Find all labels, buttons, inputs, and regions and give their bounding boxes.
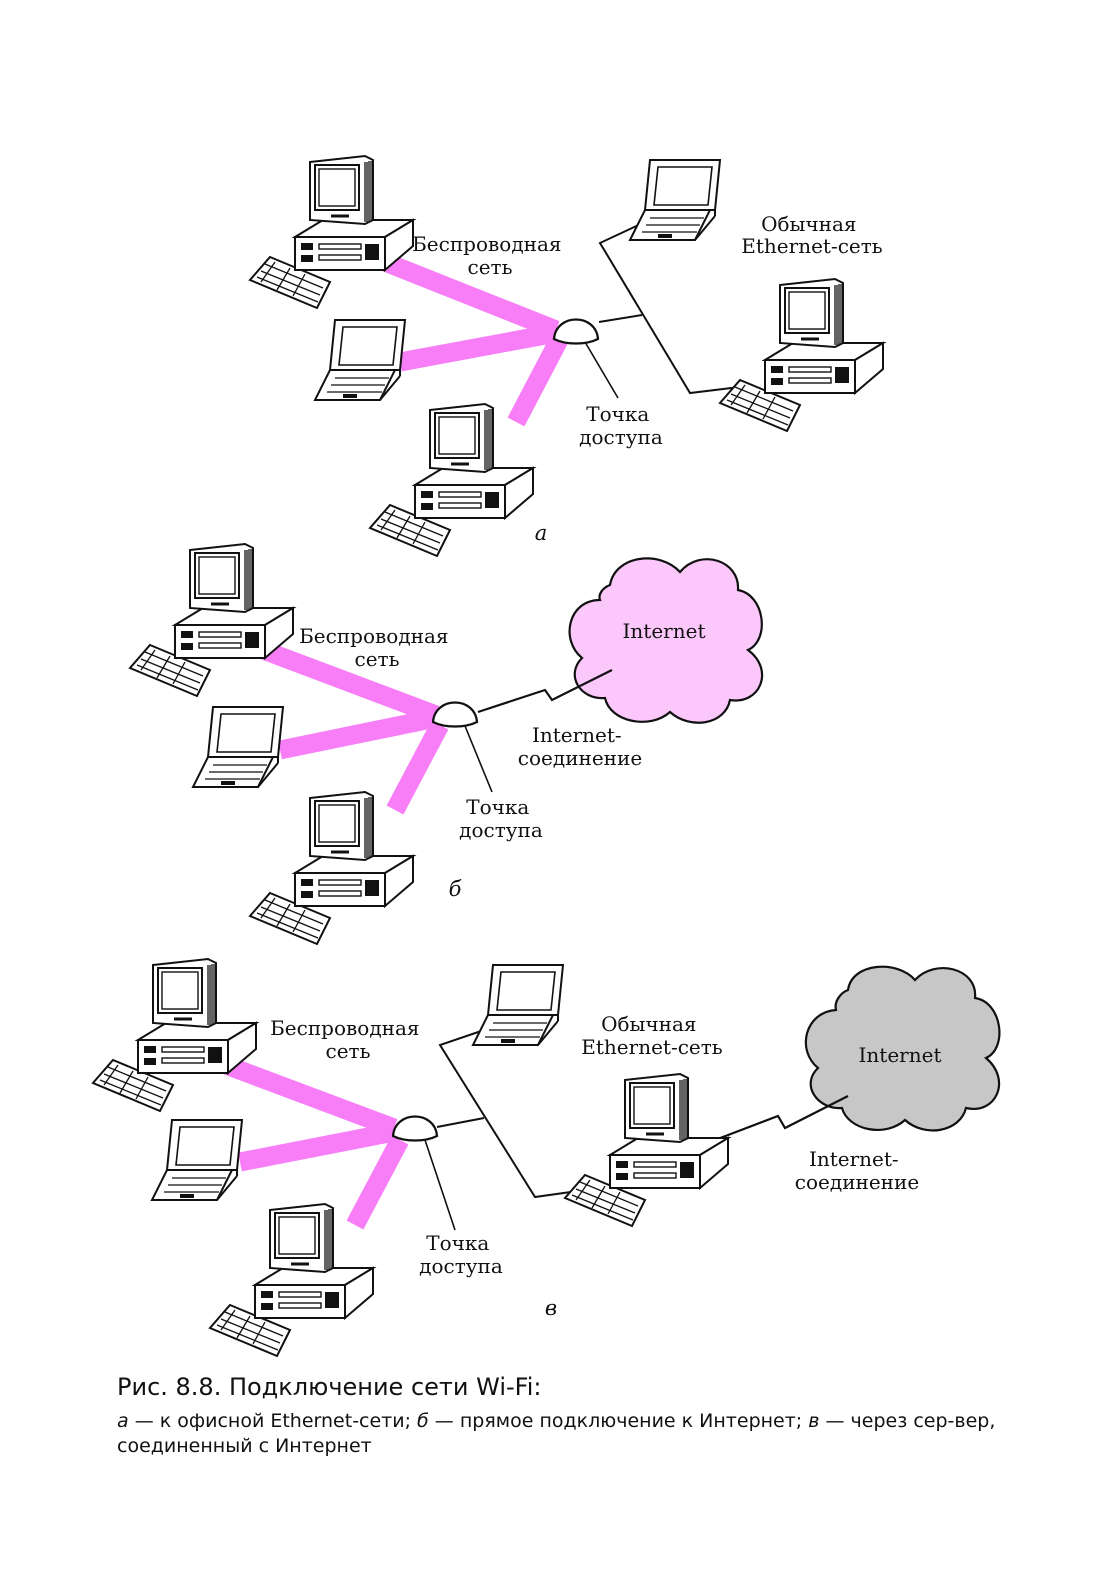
caption-text-a: — к офисной Ethernet-сети;: [128, 1410, 418, 1432]
desktop-computer-icon: [718, 277, 885, 433]
caption-text: а — к офисной Ethernet-сети; б — прямое …: [117, 1409, 1007, 1459]
panel-letter: в: [545, 1296, 557, 1320]
internet-label: Internet: [859, 1043, 942, 1067]
caption-letter-v: в: [808, 1410, 820, 1432]
access-point-label: Точка доступа: [579, 402, 663, 449]
laptop-icon: [192, 706, 284, 788]
panel-v: Беспроводная сеть Обычная Ethernet-сеть …: [91, 957, 1001, 1358]
caption-text-v: — через сер-вер, соединенный с Интернет: [117, 1410, 996, 1457]
access-point-icon: [431, 701, 479, 728]
panel-letter: а: [535, 521, 548, 545]
wireless-links: [376, 251, 569, 427]
access-point-icon: [391, 1115, 439, 1142]
panel-a: Беспроводная сеть Обычная Ethernet-сеть …: [248, 154, 885, 558]
caption-title: Рис. 8.8. Подключение сети Wi-Fi:: [117, 1373, 542, 1401]
laptop-icon: [629, 159, 721, 241]
internet-cloud: [568, 557, 764, 724]
desktop-computer-icon: [563, 1072, 730, 1228]
access-point-icon: [552, 318, 600, 345]
laptop-icon: [314, 319, 406, 401]
wireless-label: Беспроводная сеть: [270, 1016, 426, 1063]
ethernet-lines: [436, 1027, 586, 1199]
desktop-computer-icon: [91, 957, 258, 1113]
figure-caption: Рис. 8.8. Подключение сети Wi-Fi: а — к …: [117, 1371, 1017, 1459]
caption-letter-a: а: [117, 1410, 129, 1432]
internet-connection-line: [477, 669, 613, 714]
wireless-links: [214, 1053, 409, 1230]
internet-connection-label: Internet- соединение: [518, 723, 642, 770]
caption-text-b: — прямое подключение к Интернет;: [428, 1410, 809, 1432]
wireless-label: Беспроводная сеть: [412, 232, 568, 279]
desktop-computer-icon: [368, 402, 535, 558]
access-point-label: Точка доступа: [459, 795, 543, 842]
panel-letter: б: [449, 877, 462, 901]
internet-cloud: [804, 965, 1001, 1132]
wifi-diagram: Беспроводная сеть Обычная Ethernet-сеть …: [91, 154, 1001, 1358]
caption-letter-b: б: [417, 1410, 429, 1432]
laptop-icon: [472, 964, 564, 1046]
internet-label: Internet: [623, 619, 706, 643]
internet-connection-line: [714, 1095, 849, 1142]
access-point-label: Точка доступа: [419, 1231, 503, 1278]
desktop-computer-icon: [208, 1202, 375, 1358]
internet-connection-label: Internet- соединение: [795, 1147, 919, 1194]
desktop-computer-icon: [248, 154, 415, 310]
ethernet-label: Обычная Ethernet-сеть: [581, 1012, 723, 1059]
wireless-links: [254, 639, 449, 815]
desktop-computer-icon: [128, 542, 295, 698]
desktop-computer-icon: [248, 790, 415, 946]
wireless-label: Беспроводная сеть: [299, 624, 455, 671]
ethernet-lines: [598, 221, 749, 395]
laptop-icon: [151, 1119, 243, 1201]
panel-b: Беспроводная сеть Internet Internet- сое…: [128, 542, 764, 946]
ethernet-label: Обычная Ethernet-сеть: [741, 212, 883, 258]
